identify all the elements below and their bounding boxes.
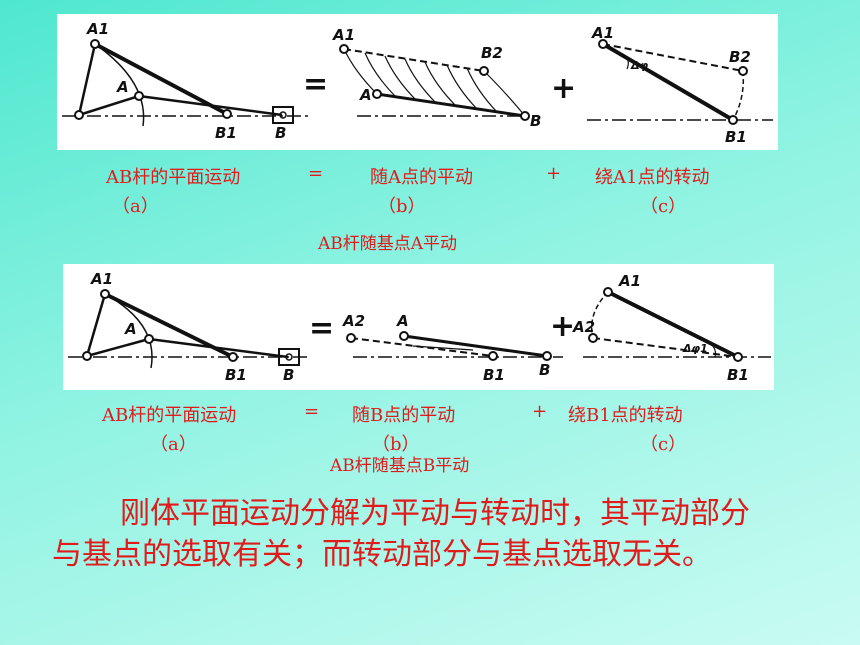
caption2-b-tag: （b） <box>372 434 420 455</box>
fig1-label-angle: Δφ <box>630 59 649 72</box>
fig1-plus-sign: + <box>551 71 576 106</box>
caption1-subtitle: AB杆随基点A平动 <box>318 234 458 254</box>
figure-1-diagram: A1 A B1 B = A1 A B2 B + <box>62 20 773 146</box>
fig1-label-a1-b: A1 <box>332 26 355 44</box>
fig2-label-a2-c: A2 <box>572 318 595 336</box>
fig2-label-a: A <box>124 320 137 338</box>
caption1-a-text: AB杆的平面运动 <box>106 167 241 188</box>
caption1-c-tag: （c） <box>640 196 687 217</box>
fig2-subfigure-a <box>68 289 308 369</box>
fig1-subfigure-a <box>62 39 312 127</box>
caption2-a-tag: （a） <box>150 434 197 455</box>
fig1-subfigure-c <box>587 39 773 125</box>
fig2-label-a1: A1 <box>90 270 113 288</box>
fig2-subfigure-b <box>346 331 563 361</box>
fig1-label-a1: A1 <box>86 20 109 38</box>
fig1-equals-sign: = <box>303 67 328 102</box>
figure-2-panel: A1 A B1 B = A2 A B1 B + <box>63 264 774 390</box>
conclusion-text: 刚体平面运动分解为平动与转动时，其平动部分与基点的选取有关；而转动部分与基点选取… <box>52 496 750 572</box>
caption2-equals: = <box>304 401 320 422</box>
caption1-c-text: 绕A1点的转动 <box>595 167 710 188</box>
fig1-label-a: A <box>116 78 129 96</box>
caption2-c-text: 绕B1点的转动 <box>568 405 683 426</box>
caption2-subtitle: AB杆随基点B平动 <box>330 456 470 476</box>
fig2-equals-sign: = <box>309 311 334 346</box>
caption1-plus: + <box>546 163 562 184</box>
caption2-plus: + <box>532 401 548 422</box>
fig2-label-b-b: B <box>539 361 550 379</box>
caption2-a-text: AB杆的平面运动 <box>102 405 237 426</box>
caption1-a-tag: （a） <box>112 196 159 217</box>
fig2-label-a1-c: A1 <box>618 272 641 290</box>
caption2-c-tag: （c） <box>640 434 687 455</box>
fig2-label-b1-b: B1 <box>483 366 505 384</box>
fig1-label-a1-c: A1 <box>591 24 614 42</box>
figure-1-panel: A1 A B1 B = A1 A B2 B + <box>57 14 778 150</box>
fig2-subfigure-c <box>583 287 771 362</box>
fig2-label-b1-c: B1 <box>727 366 749 384</box>
fig1-label-b2: B2 <box>481 44 503 62</box>
fig1-label-a-b: A <box>359 86 372 104</box>
caption2-b-text: 随B点的平动 <box>352 405 456 426</box>
fig2-label-a-b: A <box>396 312 409 330</box>
caption1-b-text: 随A点的平动 <box>370 167 473 188</box>
fig1-label-b-b: B <box>530 112 541 130</box>
fig2-plus-sign: + <box>550 309 575 344</box>
figure-2-diagram: A1 A B1 B = A2 A B1 B + <box>68 270 771 384</box>
fig2-label-a2: A2 <box>342 312 365 330</box>
fig1-label-b2-c: B2 <box>729 48 751 66</box>
caption1-equals: = <box>308 163 324 184</box>
fig1-label-b1-c: B1 <box>725 128 747 146</box>
fig1-label-b1: B1 <box>215 124 237 142</box>
caption1-b-tag: （b） <box>378 196 426 217</box>
fig1-label-b: B <box>275 124 286 142</box>
fig2-label-angle: Δφ1 <box>682 342 708 355</box>
fig2-label-b: B <box>283 366 294 384</box>
fig1-subfigure-b <box>339 44 537 121</box>
fig2-label-b1: B1 <box>225 366 247 384</box>
